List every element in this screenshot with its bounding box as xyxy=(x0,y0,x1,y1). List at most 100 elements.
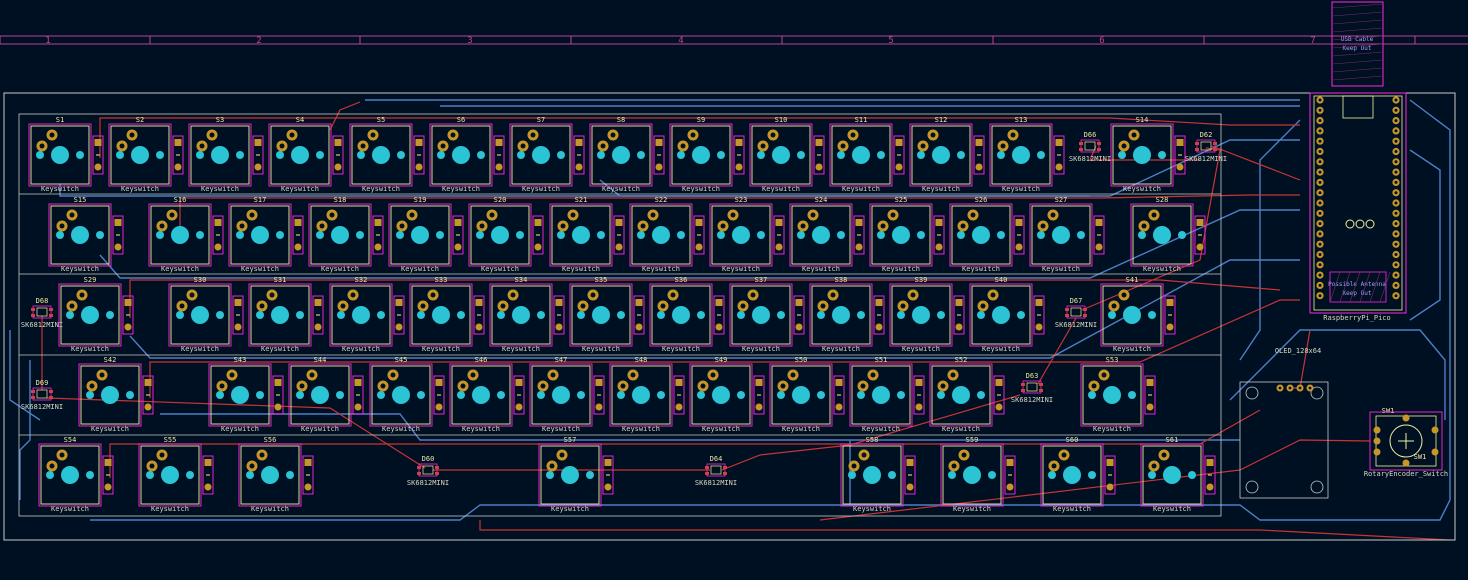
switch-peg-hole xyxy=(436,231,444,239)
switch-courtyard xyxy=(78,363,142,427)
switch-pad-drill xyxy=(851,463,857,469)
led-body xyxy=(1070,307,1082,317)
switch-pad-drill xyxy=(430,292,436,298)
switch-silkscreen xyxy=(470,205,530,265)
led-pad xyxy=(31,390,35,393)
diode-pad xyxy=(104,483,112,491)
switch-ref-label: S26 xyxy=(975,196,988,204)
switch-ref-label: S34 xyxy=(515,276,528,284)
switch-pad-drill xyxy=(350,292,356,298)
diode-courtyard xyxy=(172,135,184,175)
switch-center-hole xyxy=(892,226,910,244)
diode-courtyard xyxy=(312,295,324,335)
diode-pad xyxy=(374,243,382,251)
switch-pad-drill xyxy=(840,143,846,149)
switch-silkscreen xyxy=(250,285,310,345)
switch-peg-hole xyxy=(417,311,425,319)
switch-peg-hole xyxy=(737,311,745,319)
diode-pad xyxy=(1206,459,1214,466)
switch-center-hole xyxy=(411,226,429,244)
switch-courtyard xyxy=(669,123,733,187)
pico-pin-drill xyxy=(1394,253,1398,256)
plate-outline xyxy=(18,113,1222,517)
pico-pin-drill xyxy=(1318,294,1322,298)
diode-pad xyxy=(495,163,503,171)
diode-pad xyxy=(124,299,132,306)
switch-pad-drill xyxy=(1061,452,1067,458)
diode-courtyard xyxy=(212,215,224,255)
switch-peg-hole xyxy=(357,151,365,159)
pico-pin-drill xyxy=(1394,242,1398,246)
switch-courtyard xyxy=(238,443,302,507)
switch-silkscreen xyxy=(240,445,300,505)
switch-pad-drill xyxy=(830,292,836,298)
switch-pad-drill xyxy=(1010,132,1016,138)
switch-silkscreen xyxy=(531,365,591,425)
diode-courtyard xyxy=(813,135,825,175)
switch-value-label: Keyswitch xyxy=(41,185,79,193)
switch-ref-label: S48 xyxy=(635,356,648,364)
switch-pad-drill xyxy=(980,303,986,309)
switch-pad-drill xyxy=(730,212,736,218)
switch-value-label: Keyswitch xyxy=(942,425,980,433)
switch-silkscreen xyxy=(351,125,411,185)
pico-pin-drill xyxy=(1318,201,1322,205)
diode-pad xyxy=(1176,139,1184,146)
switch-peg-hole xyxy=(316,151,324,159)
switch-peg-hole xyxy=(877,231,885,239)
pico-swd-pad xyxy=(1365,219,1375,229)
switch-pad-drill xyxy=(560,223,566,229)
diode-pad xyxy=(875,299,883,306)
diode-courtyard xyxy=(953,295,965,335)
ruler-label: 1 xyxy=(45,36,50,46)
switch-peg-hole xyxy=(757,231,765,239)
switch-courtyard xyxy=(308,203,372,267)
switch-silkscreen xyxy=(942,445,1002,505)
switch-center-hole xyxy=(963,466,981,484)
diode-pad xyxy=(214,219,222,226)
switch-ref-label: S42 xyxy=(104,356,117,364)
switch-pad-drill xyxy=(1000,143,1006,149)
led-pad xyxy=(1079,142,1083,145)
led-pad xyxy=(1039,383,1043,386)
diode-pad xyxy=(735,163,743,171)
switch-courtyard xyxy=(429,123,493,187)
oled-header-drill xyxy=(1288,386,1292,390)
switch-peg-hole xyxy=(897,311,905,319)
switch-courtyard xyxy=(629,203,693,267)
switch-pad-drill xyxy=(920,143,926,149)
led-pad xyxy=(417,466,421,469)
switch-peg-hole xyxy=(337,311,345,319)
diode-pad xyxy=(935,243,943,251)
switch-ref-label: S45 xyxy=(395,356,408,364)
back-copper-trace xyxy=(129,259,1300,359)
switch-silkscreen xyxy=(891,285,951,345)
switch-ref-label: S2 xyxy=(136,116,144,124)
switch-silkscreen xyxy=(1112,125,1172,185)
switch-pad-drill xyxy=(1111,303,1117,309)
led-ref-label: D63 xyxy=(1026,372,1039,380)
switch-center-hole xyxy=(552,386,570,404)
antenna-keepout-label-1: Possible Antenna xyxy=(1328,281,1386,288)
switch-pad-drill xyxy=(940,383,946,389)
led-footprints: D66SK6812MINID62SK6812MINID68SK6812MINID… xyxy=(21,131,1227,487)
switch-ref-label: S55 xyxy=(164,436,177,444)
switch-ref-label: S10 xyxy=(775,116,788,124)
switch-ref-label: S11 xyxy=(855,116,868,124)
switch-courtyard xyxy=(38,443,102,507)
switch-ref-label: S53 xyxy=(1106,356,1119,364)
pico-swd-pad xyxy=(1355,219,1365,229)
diode-pad xyxy=(534,219,542,226)
switch-pad-drill xyxy=(960,223,966,229)
switch-peg-hole xyxy=(116,151,124,159)
led-value-label: SK6812MINI xyxy=(695,479,737,487)
front-copper-trace xyxy=(1290,329,1311,389)
switch-pad-drill xyxy=(690,132,696,138)
switch-courtyard xyxy=(940,443,1004,507)
